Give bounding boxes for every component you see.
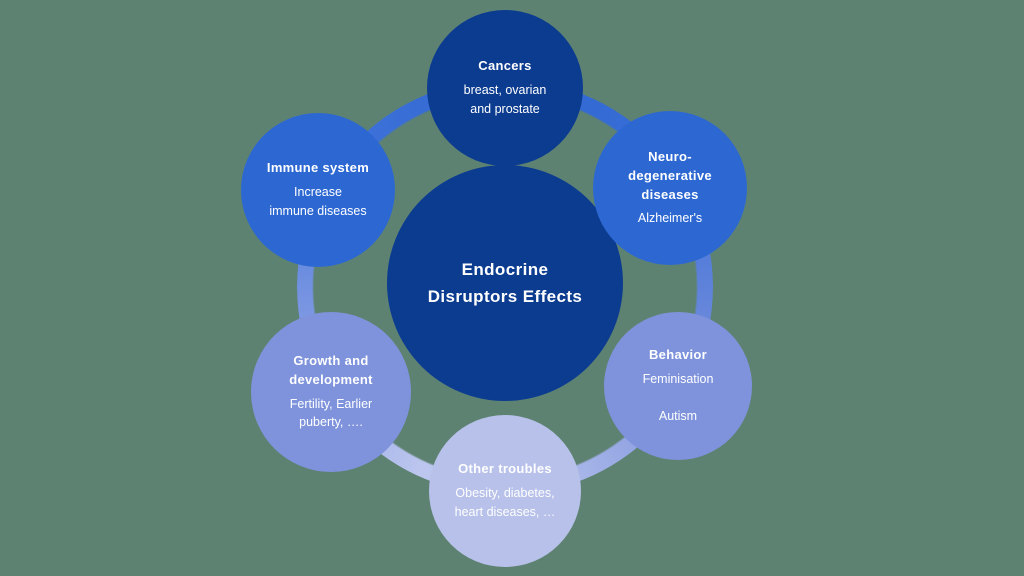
node-neurodegenerative-body: Alzheimer's — [637, 211, 703, 226]
node-endocrine-disruptors-effects: Endocrine Disruptors Effects — [387, 165, 623, 401]
node-immune-title: Immune system — [266, 160, 370, 176]
node-behavior-body: Feminisation Autism — [642, 371, 714, 424]
node-growth-title: Growth and development — [289, 352, 373, 387]
node-cancers: Cancers breast, ovarian and prostate — [427, 10, 583, 166]
node-other-troubles-title: Other troubles — [458, 461, 552, 477]
node-other-troubles-body: Obesity, diabetes, heart diseases, … — [454, 486, 556, 519]
node-other-troubles: Other troubles Obesity, diabetes, heart … — [429, 415, 581, 567]
node-growth-body: Fertility, Earlier puberty, …. — [289, 396, 373, 430]
node-neurodegenerative-diseases: Neuro- degenerative diseases Alzheimer's — [593, 111, 747, 265]
node-cancers-body: breast, ovarian and prostate — [463, 83, 547, 116]
node-immune-system: Immune system Increase immune diseases — [241, 113, 395, 267]
node-immune-body: Increase immune diseases — [269, 185, 367, 218]
center-node-title: Endocrine Disruptors Effects — [427, 259, 583, 306]
node-behavior-title: Behavior — [648, 346, 708, 362]
node-cancers-title: Cancers — [478, 58, 532, 74]
node-neurodegenerative-title: Neuro- degenerative diseases — [628, 148, 712, 202]
node-behavior: Behavior Feminisation Autism — [604, 312, 752, 460]
node-growth-and-development: Growth and development Fertility, Earlie… — [251, 312, 411, 472]
